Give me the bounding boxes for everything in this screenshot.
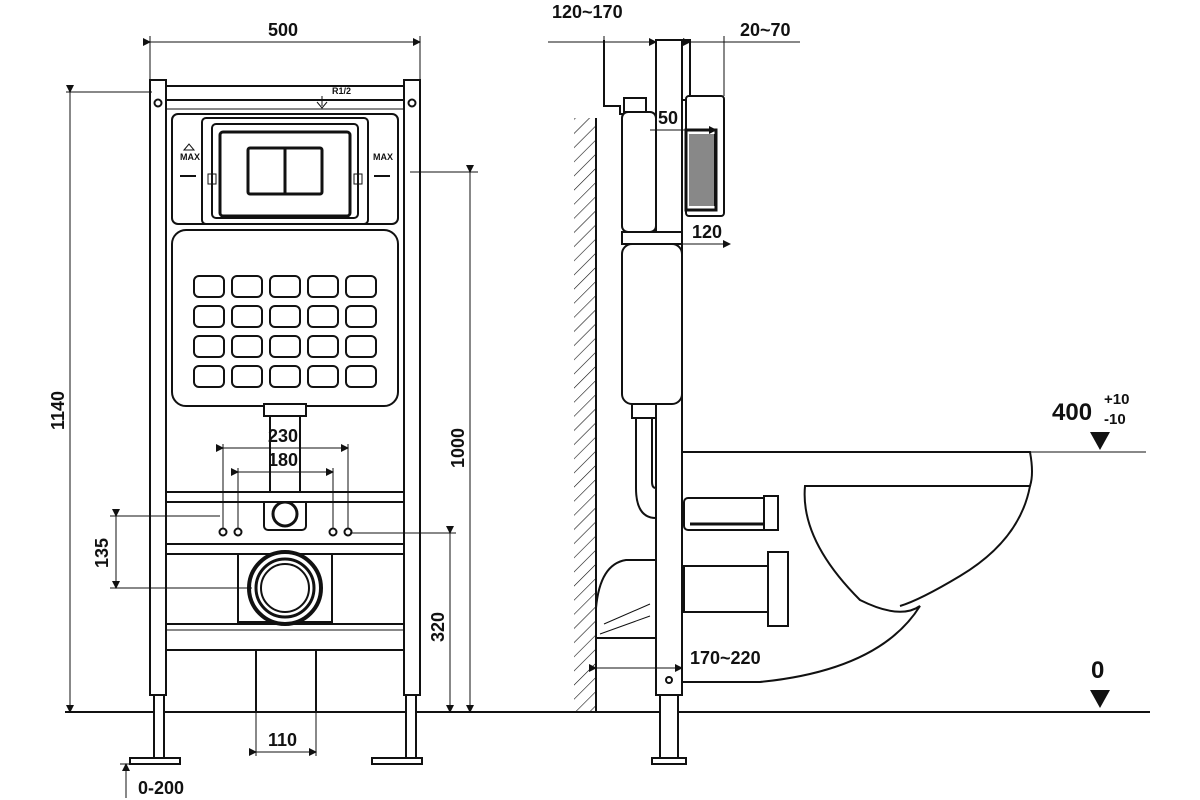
right-foot	[405, 694, 417, 761]
dim-height: 1140	[48, 391, 68, 430]
side-view: 120~170 20~70 50 120 170~220 400 +10 -10…	[548, 2, 1150, 765]
max-label-left: MAX	[180, 152, 200, 162]
grid-cell	[231, 305, 263, 328]
grid-cell	[269, 305, 301, 328]
inlet-thread-label: R1/2	[332, 86, 351, 96]
left-upright	[149, 79, 167, 696]
top-beam	[149, 85, 421, 101]
dim-bolt-outer: 230	[268, 426, 298, 446]
grid-cell	[307, 365, 339, 388]
max-label-right: MAX	[373, 152, 393, 162]
wall	[574, 118, 596, 712]
dim-wall-distance: 120~170	[552, 2, 623, 22]
dim-foot-adjust: 0-200	[138, 778, 184, 798]
left-foot	[153, 694, 165, 761]
grid-cell	[193, 275, 225, 298]
grid-cell	[193, 365, 225, 388]
grid-cell	[307, 305, 339, 328]
grid-cell	[231, 335, 263, 358]
grid-cell	[269, 275, 301, 298]
grid-cell	[193, 335, 225, 358]
grid-cell	[193, 305, 225, 328]
dim-outlet-height: 1000	[448, 428, 468, 468]
bolt-hole	[233, 527, 243, 537]
dim-foot-width: 110	[268, 730, 297, 750]
grid-cell	[345, 275, 377, 298]
dim-bowl-tol-plus: +10	[1104, 391, 1129, 408]
grid-cell	[345, 365, 377, 388]
upper-crossbar	[165, 491, 405, 503]
dim-floor-level: 0	[1091, 657, 1104, 684]
grid-cell	[345, 305, 377, 328]
grid-cell	[269, 365, 301, 388]
drain-elbow	[595, 559, 657, 639]
cistern-grid	[193, 275, 377, 388]
dim-bowl-tol-minus: -10	[1104, 411, 1126, 428]
toilet-bowl	[681, 451, 1033, 683]
dim-wall-thickness: 20~70	[740, 20, 791, 40]
flush-button-frame	[218, 130, 352, 218]
grid-cell	[307, 335, 339, 358]
grid-cell	[307, 275, 339, 298]
drain-outlet	[247, 550, 323, 626]
flush-plate-side	[689, 134, 717, 206]
dim-bolt-inner: 180	[268, 450, 298, 470]
dim-bowl-height: 400	[1052, 399, 1092, 426]
grid-cell	[231, 275, 263, 298]
bolt-hole	[218, 527, 228, 537]
grid-cell	[345, 335, 377, 358]
dim-bolt-vertical: 135	[92, 538, 112, 568]
grid-cell	[269, 335, 301, 358]
grid-cell	[231, 365, 263, 388]
cistern-lower	[171, 229, 399, 407]
dim-drain-distance: 170~220	[690, 648, 761, 668]
dim-pipe-offset: 50	[658, 108, 678, 128]
bolt-hole	[343, 527, 353, 537]
bolt-hole	[328, 527, 338, 537]
front-view: MAX MAX R1/2	[48, 20, 600, 798]
dim-frame-depth: 120	[692, 222, 722, 242]
dim-width: 500	[268, 20, 298, 40]
dim-drain-height: 320	[428, 612, 448, 642]
